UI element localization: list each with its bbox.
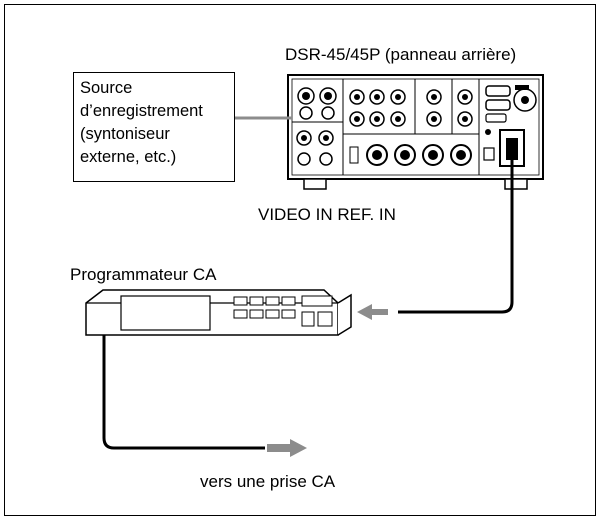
- ac-timer-device: [85, 289, 352, 336]
- power-cable: [398, 160, 514, 314]
- xlr-connectors-icon: [349, 144, 472, 166]
- remote-ports-icon: [483, 85, 537, 161]
- figure-frame: [4, 4, 596, 516]
- connector-labels: VIDEO IN REF. IN: [258, 205, 396, 224]
- deck-rear-panel: [287, 74, 544, 190]
- recording-source-box: Source d’enregistrement (syntoniseur ext…: [73, 72, 235, 182]
- source-line-2: d’enregistrement: [80, 102, 203, 120]
- outlet-cable: [102, 335, 265, 450]
- arrow-into-timer-icon: [357, 304, 388, 320]
- deck-label: DSR-45/45P (panneau arrière): [285, 45, 517, 64]
- rca-jacks-icon: [349, 89, 473, 127]
- arrow-to-outlet-icon: [267, 439, 307, 457]
- timer-label: Programmateur CA: [70, 265, 217, 284]
- source-line-4: externe, etc.): [80, 148, 177, 166]
- source-line-3: (syntoniseur: [80, 125, 170, 143]
- outlet-label: vers une prise CA: [200, 472, 336, 491]
- s-video-connectors-icon: [296, 87, 337, 166]
- source-line-1: Source: [80, 79, 133, 97]
